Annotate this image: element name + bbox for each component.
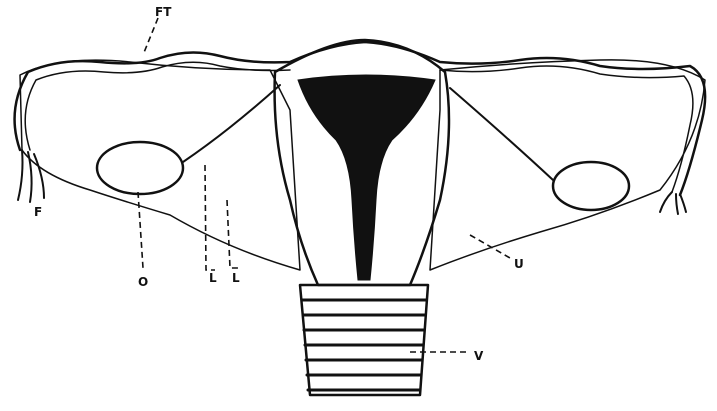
broad-ligament-right: [430, 60, 705, 270]
ovarian-ligament-right: [450, 88, 553, 180]
uterus-body: [275, 40, 449, 285]
label-ligament-1: L: [209, 271, 217, 285]
ovary-left: [97, 142, 183, 194]
ovary-right: [553, 162, 629, 210]
label-fimbria: F: [34, 205, 42, 219]
label-vagina: V: [474, 349, 484, 363]
ovarian-ligament-left: [183, 85, 280, 162]
label-ovary: O: [138, 275, 148, 289]
fimbria-right: [660, 192, 686, 214]
fimbria-left: [18, 150, 44, 202]
broad-ligament-left: [20, 60, 300, 270]
label-uterus: U: [514, 257, 524, 271]
vagina: [300, 285, 428, 395]
label-ligament-2: L: [232, 271, 240, 285]
label-fallopian-tube: FT: [155, 5, 172, 19]
